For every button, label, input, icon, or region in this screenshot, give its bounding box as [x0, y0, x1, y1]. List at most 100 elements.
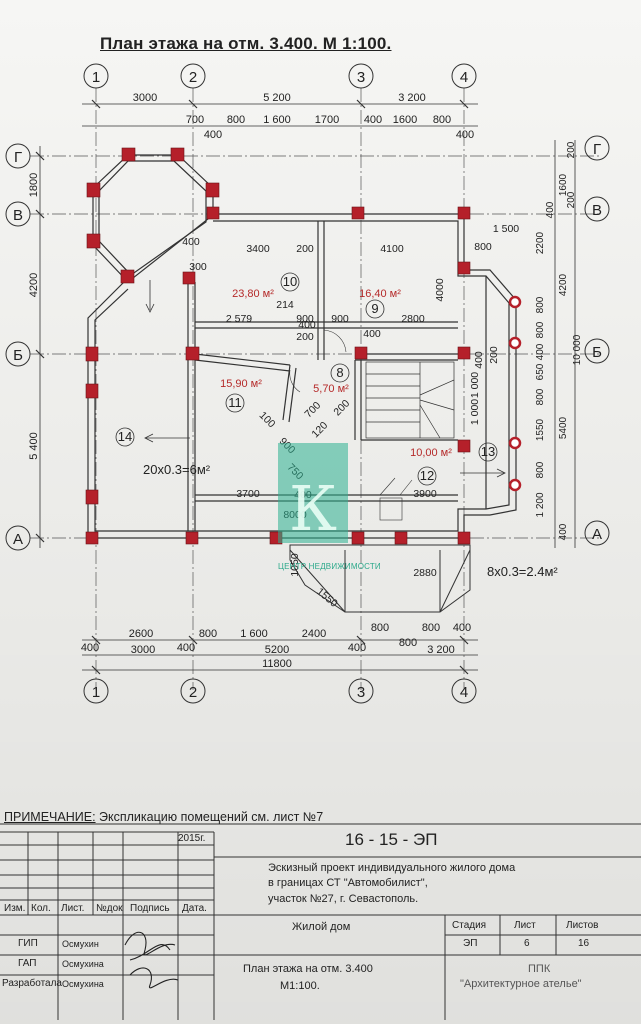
room-9-area: 16,40 м²: [359, 288, 401, 300]
signatures: [124, 931, 179, 989]
svg-text:400: 400: [298, 319, 316, 331]
tb-code: 16 - 15 - ЭП: [345, 830, 438, 849]
svg-text:400: 400: [348, 642, 366, 654]
axis-right-a: А: [592, 526, 602, 543]
dim-top2-8: 400: [204, 129, 222, 141]
svg-text:300: 300: [189, 261, 207, 273]
axis-top-3: 3: [357, 69, 365, 86]
svg-text:800: 800: [371, 622, 389, 634]
room-11-num: 11: [228, 395, 242, 410]
svg-text:2400: 2400: [302, 628, 326, 640]
svg-text:4000: 4000: [434, 278, 446, 302]
svg-text:1 500: 1 500: [493, 223, 519, 235]
tb-sheet-scale: М1:100.: [280, 980, 320, 992]
svg-text:2 579: 2 579: [226, 313, 252, 325]
axis-top-2: 2: [189, 69, 197, 86]
svg-text:2200: 2200: [535, 231, 546, 254]
svg-text:200: 200: [566, 141, 577, 158]
dims-top: 3000 5 200 3 200 700 800 1 600 1700 400 …: [133, 92, 474, 141]
dim-top2-2: 800: [227, 114, 245, 126]
tb-sheet-h: Лист: [514, 920, 536, 931]
svg-text:800: 800: [399, 637, 417, 649]
svg-text:200: 200: [566, 191, 577, 208]
svg-text:3000: 3000: [131, 644, 155, 656]
tb-role-gap: ГАП: [18, 958, 37, 969]
svg-text:800: 800: [535, 296, 546, 313]
tb-org-1: ППК: [528, 963, 551, 975]
svg-text:214: 214: [276, 299, 294, 311]
svg-text:2880: 2880: [413, 567, 437, 579]
room-8-num: 8: [336, 365, 343, 380]
tb-name-2: Осмухина: [62, 959, 104, 969]
svg-text:3900: 3900: [413, 488, 437, 500]
svg-text:200: 200: [296, 243, 314, 255]
terrace-area-right: 8x0.3=2.4м²: [487, 564, 558, 579]
dim-top2-9: 400: [456, 129, 474, 141]
svg-text:3 200: 3 200: [427, 644, 455, 656]
axis-right-b: Б: [592, 344, 602, 361]
room-14-num: 14: [118, 429, 132, 444]
tb-sheet-name: План этажа на отм. 3.400: [243, 963, 373, 975]
dim-top2-3: 1 600: [263, 114, 291, 126]
floor-plan: 1 2 3 4 1 2 3 4 Г В Б А Г В Б А: [5, 63, 610, 704]
tb-col-doc: №док: [96, 903, 123, 914]
dims-left: 1800 4200 5 400: [28, 173, 40, 460]
svg-text:400: 400: [182, 236, 200, 248]
dim-total: 11800: [262, 658, 292, 670]
tb-col-date: Дата.: [182, 903, 207, 914]
svg-text:400: 400: [453, 622, 471, 634]
dim-lines: [39, 103, 576, 671]
axis-labels: 1 2 3 4 1 2 3 4 Г В Б А Г В Б А: [13, 69, 602, 701]
room-12-area: 10,00 м²: [410, 447, 452, 459]
svg-text:200: 200: [296, 331, 314, 343]
dim-top-3: 3 200: [398, 92, 426, 104]
staircase: [365, 361, 455, 439]
room-10-area: 23,80 м²: [232, 288, 274, 300]
svg-text:800: 800: [422, 622, 440, 634]
svg-text:3700: 3700: [236, 488, 260, 500]
axis-right-g: Г: [593, 141, 601, 158]
dims-bottom: 2600 800 1 600 2400 800 800 400 400 3000…: [81, 622, 471, 670]
svg-text:4200: 4200: [558, 273, 569, 296]
svg-text:800: 800: [535, 461, 546, 478]
svg-text:400: 400: [535, 343, 546, 360]
tb-stage-v: ЭП: [463, 938, 478, 949]
room-10-num: 10: [283, 274, 297, 289]
svg-text:3400: 3400: [246, 243, 270, 255]
tb-org-2: "Архитектурное ателье": [460, 978, 582, 990]
svg-text:1600: 1600: [558, 173, 569, 196]
tb-col-kol: Кол.: [31, 903, 51, 914]
svg-text:200: 200: [331, 397, 352, 418]
tb-col-list: Лист.: [61, 903, 85, 914]
axis-bubbles: [5, 63, 610, 704]
inner-dims: 400 300 3400 200 4100 1 500 800 4000 214…: [182, 223, 519, 610]
axis-left-v: В: [13, 207, 23, 224]
tb-project-2: в границах СТ "Автомобилист",: [268, 877, 428, 889]
tb-project-3: участок №27, г. Севастополь.: [268, 893, 419, 905]
svg-text:800: 800: [199, 628, 217, 640]
svg-text:400: 400: [545, 201, 556, 218]
tb-sheet-v: 6: [524, 938, 530, 949]
dim-top2-4: 1700: [315, 114, 339, 126]
dim-left-3: 5 400: [28, 432, 40, 460]
entrance-porch: [289, 544, 471, 613]
page-title: План этажа на отм. 3.400. М 1:100.: [100, 34, 392, 53]
dim-top-2: 5 200: [263, 92, 291, 104]
svg-text:4100: 4100: [380, 243, 404, 255]
svg-text:400: 400: [558, 523, 569, 540]
tb-name-1: Осмухин: [62, 939, 99, 949]
watermark-text: ЦЕНТР НЕДВИЖИМОСТИ: [278, 562, 381, 571]
watermark-logo: К: [278, 443, 348, 545]
tb-building: Жилой дом: [292, 921, 351, 933]
tb-sheets-v: 16: [578, 938, 590, 949]
svg-text:5200: 5200: [265, 644, 289, 656]
axis-bottom-2: 2: [189, 684, 197, 701]
svg-text:200: 200: [488, 346, 500, 364]
tb-name-3: Осмухина: [62, 979, 104, 989]
svg-text:1050: 1050: [289, 553, 301, 577]
svg-text:650: 650: [535, 363, 546, 380]
doors: [289, 329, 413, 521]
axis-top-1: 1: [92, 69, 100, 86]
note-text: Экспликацию помещений см. лист №7: [95, 810, 324, 824]
